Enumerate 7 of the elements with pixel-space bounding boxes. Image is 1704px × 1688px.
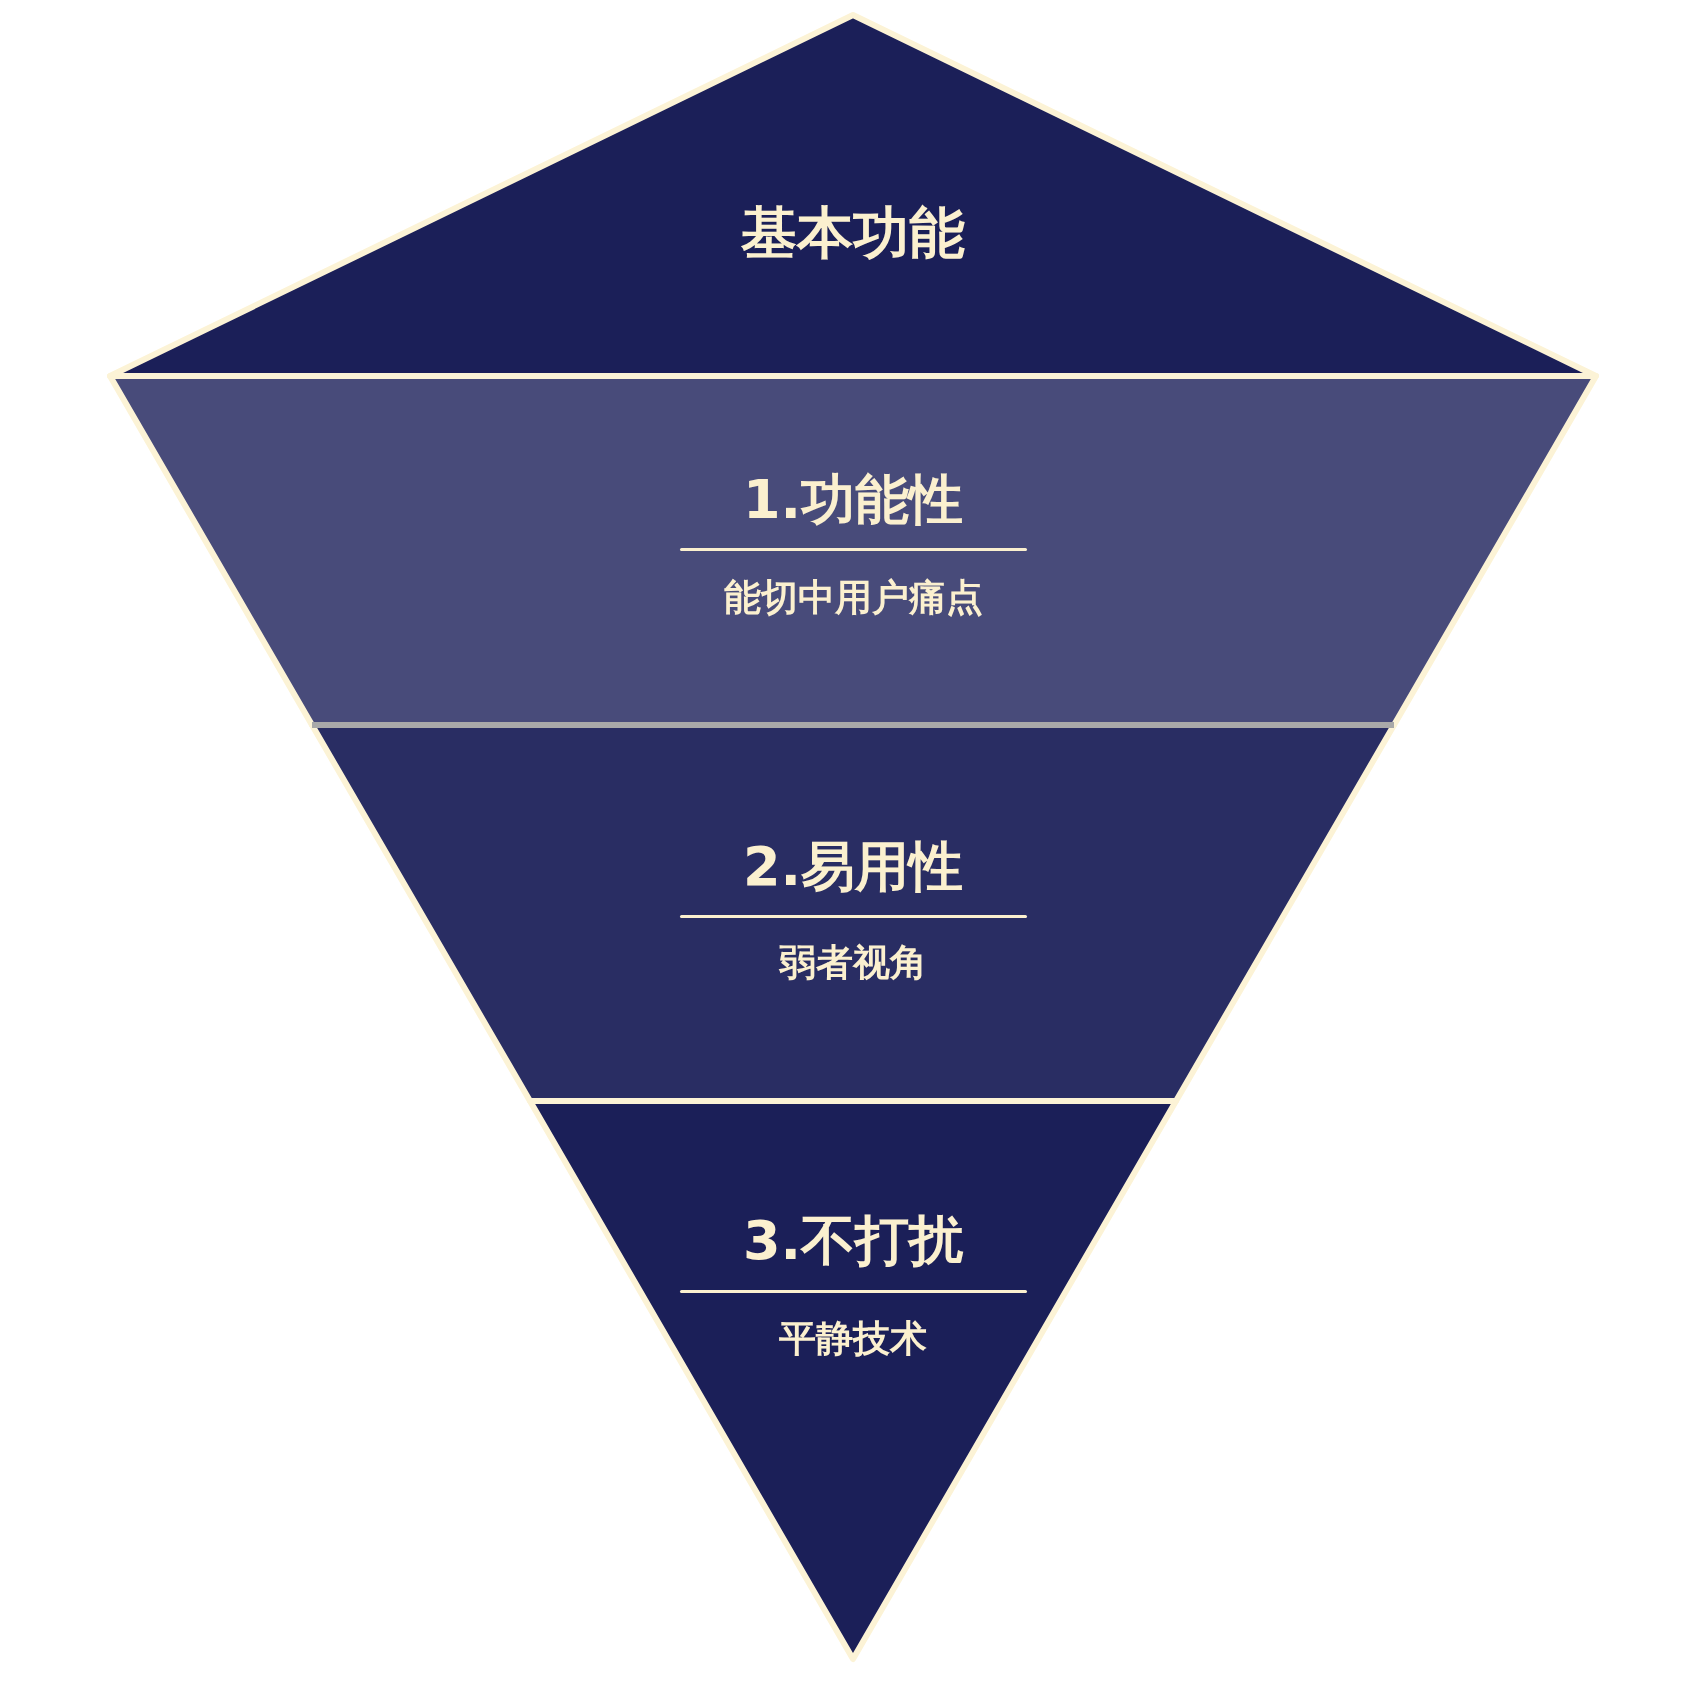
section-subtitle: 弱者视角: [779, 940, 927, 986]
section-heading: 3.不打扰: [742, 1208, 964, 1274]
section-heading: 1.功能性: [742, 467, 964, 533]
section-subtitle: 能切中用户痛点: [723, 575, 983, 621]
section-heading: 2.易用性: [742, 834, 964, 900]
section-subtitle: 平静技术: [779, 1316, 927, 1362]
section-heading: 基本功能: [741, 199, 965, 267]
